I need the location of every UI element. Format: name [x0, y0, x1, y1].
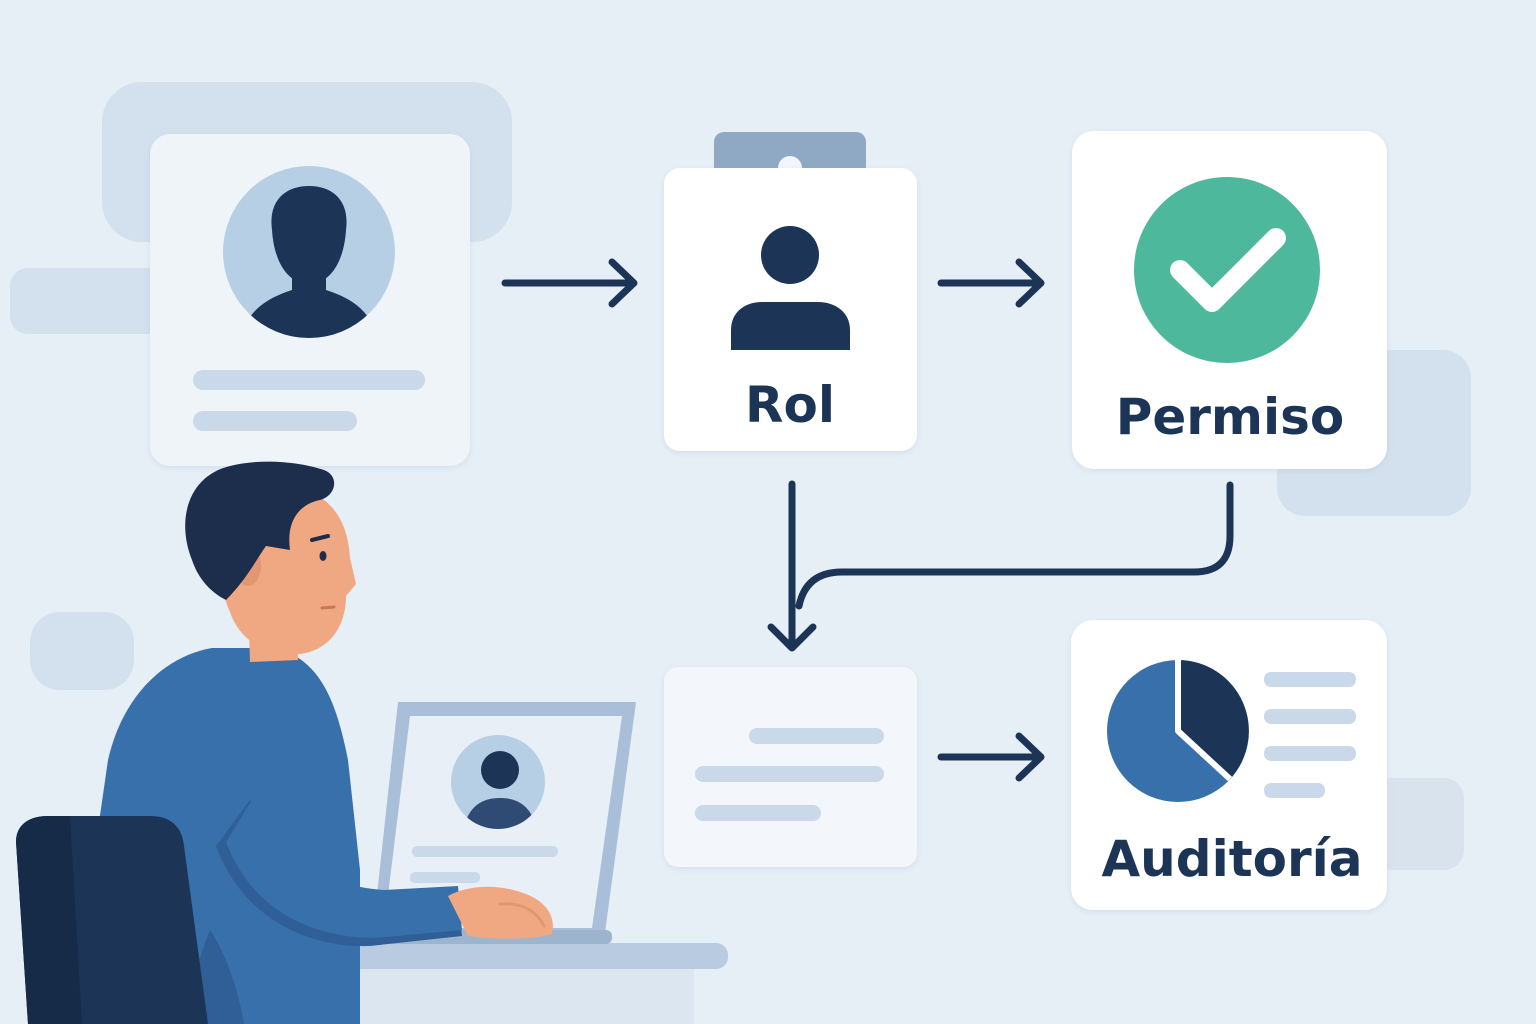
arrow-permission-to-record	[795, 481, 1234, 610]
detail-placeholder-line	[193, 411, 357, 431]
audit-placeholder-line	[1264, 746, 1356, 761]
check-circle-icon	[1134, 177, 1320, 363]
audit-label: Auditoría	[1101, 830, 1362, 888]
chair	[16, 816, 208, 1024]
audit-placeholder-line	[1264, 783, 1325, 798]
laptop-placeholder-line	[412, 846, 558, 857]
arrow-role-to-permission	[937, 258, 1045, 308]
permission-card: Permiso	[1072, 131, 1387, 469]
name-placeholder-line	[193, 370, 425, 390]
arrow-role-to-record	[767, 480, 817, 652]
audit-placeholder-line	[1264, 709, 1356, 724]
pie-chart-icon	[1107, 660, 1249, 802]
audit-placeholder-line	[1264, 672, 1356, 687]
arrow-record-to-audit	[937, 732, 1045, 782]
laptop	[370, 702, 636, 944]
check-mark-icon	[1170, 228, 1286, 312]
record-card	[664, 667, 917, 867]
user-profile-card	[150, 134, 470, 466]
laptop-placeholder-line	[410, 872, 480, 883]
arrow-profile-to-role	[501, 258, 638, 308]
permission-label: Permiso	[1116, 388, 1345, 446]
desk	[286, 943, 728, 1024]
role-person-icon	[731, 226, 850, 350]
person-illustration	[70, 461, 553, 1024]
record-placeholder-line	[695, 766, 884, 782]
record-placeholder-line	[695, 805, 821, 821]
role-card: Rol	[664, 132, 917, 451]
record-placeholder-line	[749, 728, 884, 744]
role-label: Rol	[745, 376, 835, 434]
audit-card: Auditoría	[1071, 620, 1387, 910]
